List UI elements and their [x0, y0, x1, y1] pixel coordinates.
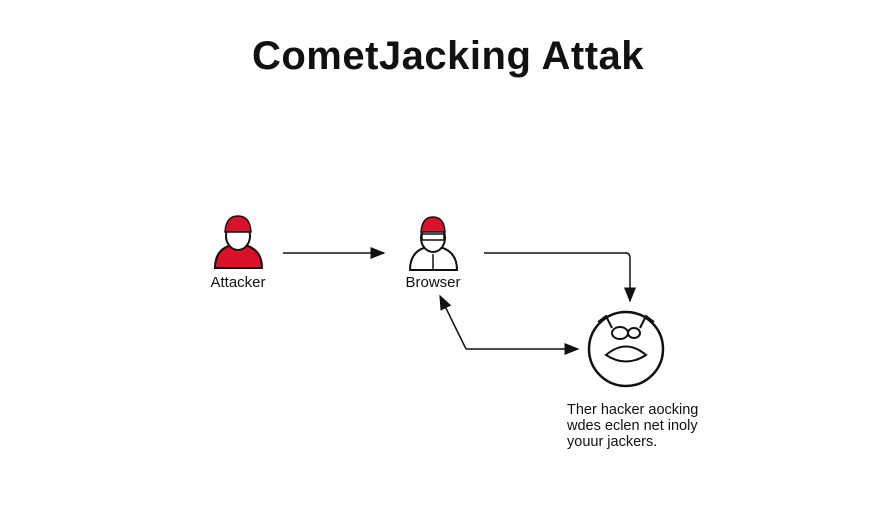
note-line: wdes eclen net inoly — [567, 418, 698, 434]
diagram-title: CometJacking Attak — [251, 34, 645, 78]
arrow-browser-to-victim — [484, 252, 636, 303]
attacker-label: Attacker — [210, 274, 266, 291]
victim-note: Ther hacker aocking wdes eclen net inoly… — [567, 402, 698, 450]
attacker-icon — [213, 215, 264, 269]
note-line: Ther hacker aocking — [567, 402, 699, 418]
note-line: youur jackers. — [567, 434, 658, 450]
arrow-to-browser — [439, 294, 467, 350]
victim-face-icon — [587, 310, 665, 388]
browser-label: Browser — [405, 274, 461, 291]
browser-user-icon — [408, 216, 459, 271]
